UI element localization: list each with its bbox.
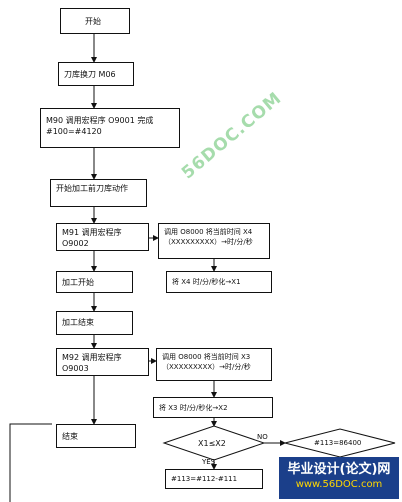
accumulate-box: #113=#112-#111 — [165, 469, 263, 489]
call-o9002-box: M91 调用宏程序 O9002 — [56, 223, 149, 251]
add-day-diamond — [284, 428, 396, 458]
yes-label: YES — [202, 458, 216, 466]
add-day-label: #113=86400 — [314, 439, 362, 447]
machining-end-box: 加工结束 — [56, 311, 133, 335]
banner-title: 毕业设计(论文)网 — [287, 462, 391, 477]
convert-x1-box: 将 X4 时/分/秒化→X1 — [166, 271, 272, 293]
call-o9003-box: M92 调用宏程序 O9003 — [56, 348, 149, 376]
get-time-x4-box: 调用 O8000 将当前时间 X4 （XXXXXXXXX）→时/分/秒 — [158, 223, 270, 259]
banner-url: www.56DOC.com — [295, 479, 383, 490]
machining-start-box: 加工开始 — [56, 271, 133, 293]
get-time-x3-box: 调用 O8000 将当前时间 X3 （XXXXXXXXX）→时/分/秒 — [156, 348, 272, 381]
connector-loop-back — [9, 423, 52, 502]
call-o9001-box: M90 调用宏程序 O9001 完成#100=#4120 — [40, 108, 180, 148]
decision-label: X1≤X2 — [198, 439, 226, 448]
pre-machining-box: 开始加工前刀库动作 — [50, 179, 147, 207]
site-banner: 毕业设计(论文)网 www.56DOC.com — [279, 457, 399, 499]
start-box: 开始 — [60, 8, 130, 34]
tool-change-box: 刀库换刀 M06 — [58, 62, 134, 86]
no-label: NO — [257, 433, 268, 441]
end-box: 结束 — [56, 424, 136, 448]
convert-x2-box: 将 X3 时/分/秒化→X2 — [153, 397, 273, 418]
decision-diamond — [162, 425, 266, 461]
